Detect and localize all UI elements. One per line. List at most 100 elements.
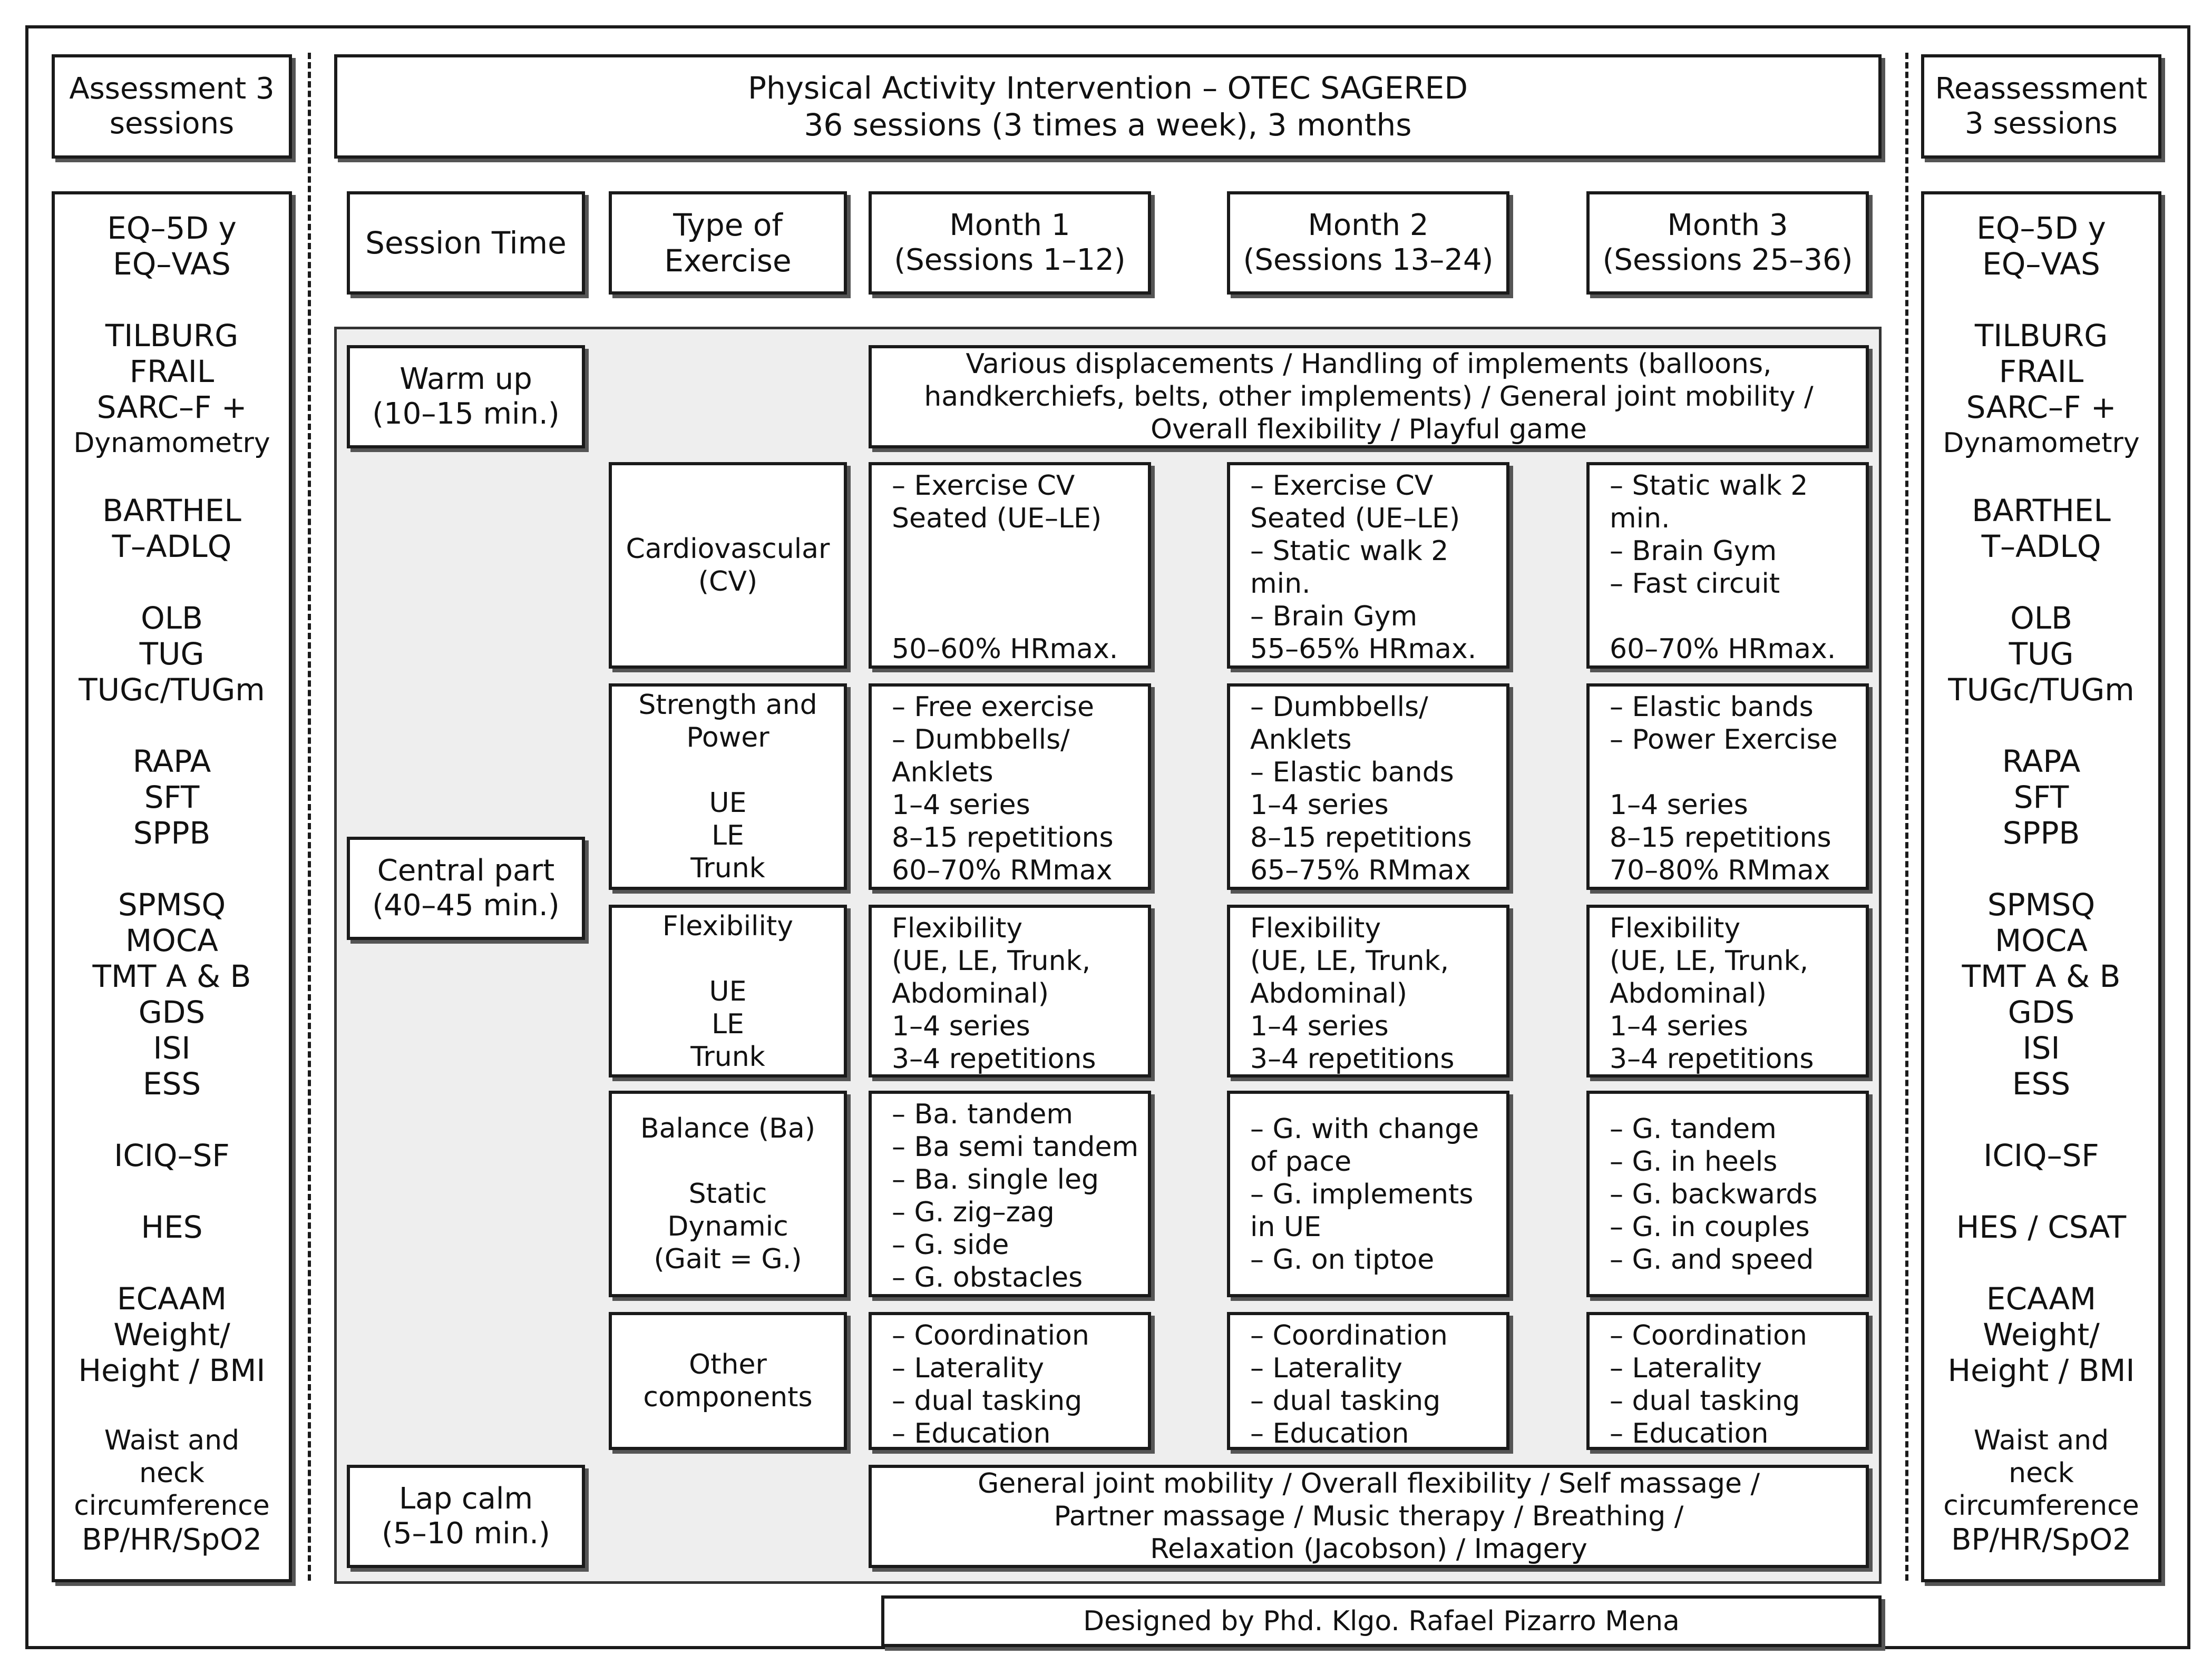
cell-line: (UE, LE, Trunk, (1250, 945, 1449, 977)
column-header-month-3: Month 3 (Sessions 25–36) (1586, 191, 1869, 295)
cell-balance-month-2: – G. with change of pace – G. implements… (1227, 1091, 1509, 1297)
cell-line: – G. in couples (1610, 1211, 1810, 1243)
cell-line: – Free exercise (892, 691, 1095, 723)
cell-line: – Brain Gym (1250, 601, 1418, 632)
exercise-type-line: Power (686, 722, 769, 753)
cell-line: – Dumbbells/ (892, 724, 1070, 756)
phase-central-part: Central part (40–45 min.) (347, 837, 585, 940)
reassessment-item: SPPB (2002, 815, 2080, 851)
reassessment-header: Reassessment 3 sessions (1921, 54, 2161, 159)
phase-duration: (10–15 min.) (372, 397, 560, 431)
cell-line: 8–15 repetitions (892, 822, 1114, 854)
lap-calm-content: General joint mobility / Overall flexibi… (869, 1465, 1869, 1568)
assessment-item: SPMSQ (118, 887, 226, 923)
reassessment-item: GDS (2008, 994, 2075, 1030)
assessment-item: EQ–5D y (107, 210, 237, 246)
assessment-header-line: Assessment 3 (69, 72, 275, 106)
reassessment-item: TUGc/TUGm (1948, 672, 2135, 708)
phase-duration: (5–10 min.) (382, 1516, 550, 1551)
reassessment-item: ECAAM (1986, 1281, 2097, 1317)
cell-line: 8–15 repetitions (1250, 822, 1472, 854)
assessment-item: circumference (74, 1490, 270, 1522)
cell-line: – G. with change (1250, 1113, 1479, 1145)
assessment-item: neck (139, 1457, 204, 1489)
exercise-type-line: Static (688, 1178, 767, 1210)
left-dashed-divider (308, 53, 311, 1581)
reassessment-item: neck (2009, 1457, 2074, 1489)
cell-line: – Static walk 2 (1610, 470, 1808, 502)
reassessment-item: T–ADLQ (1981, 528, 2101, 564)
cell-cv-month-2: – Exercise CV Seated (UE–LE) – Static wa… (1227, 462, 1509, 669)
cell-line: 50–60% HRmax. (892, 633, 1118, 665)
cell-line: Abdominal) (892, 978, 1049, 1010)
intervention-header: Physical Activity Intervention – OTEC SA… (334, 54, 1882, 159)
reassessment-item: HES / CSAT (1956, 1209, 2127, 1245)
cell-line: 3–4 repetitions (892, 1043, 1096, 1075)
column-header-label: Exercise (664, 243, 792, 279)
diagram-frame (25, 25, 2190, 1649)
assessment-item: MOCA (125, 923, 218, 958)
assessment-item: TMT A & B (92, 958, 251, 994)
exercise-type-line: LE (712, 1008, 744, 1040)
month-sessions: (Sessions 13–24) (1243, 243, 1494, 277)
cell-line: – G. side (892, 1229, 1009, 1261)
cell-cv-month-1: – Exercise CV Seated (UE–LE) 50–60% HRma… (869, 462, 1151, 669)
credit-text: Designed by Phd. Klgo. Rafael Pizarro Me… (1083, 1605, 1680, 1637)
month-label: Month 1 (949, 208, 1070, 242)
cell-line: – Static walk 2 (1250, 535, 1449, 567)
reassessment-item: TUG (2009, 636, 2074, 672)
cell-other-month-3: – Coordination – Laterality – dual taski… (1586, 1312, 1869, 1450)
cell-line: – Elastic bands (1250, 757, 1454, 788)
cell-line: – Laterality (1250, 1353, 1403, 1384)
intervention-subtitle: 36 sessions (3 times a week), 3 months (804, 107, 1412, 143)
exercise-type-line: Strength and (638, 689, 817, 721)
reassessment-item: SFT (2013, 779, 2069, 815)
reassessment-item: MOCA (1995, 923, 2088, 958)
assessment-item: ICIQ–SF (114, 1138, 230, 1173)
cell-line: – Laterality (1610, 1353, 1762, 1384)
column-header-month-1: Month 1 (Sessions 1–12) (869, 191, 1151, 295)
warm-up-content: Various displacements / Handling of impl… (869, 345, 1869, 448)
cell-line: 3–4 repetitions (1610, 1043, 1814, 1075)
cell-line: 1–4 series (1610, 1011, 1748, 1042)
exercise-type-line: Cardiovascular (626, 533, 830, 565)
cell-line: 8–15 repetitions (1610, 822, 1831, 854)
assessment-item: BARTHEL (102, 493, 241, 528)
cell-line: – G. obstacles (892, 1262, 1083, 1294)
cell-strength-month-3: – Elastic bands – Power Exercise 1–4 ser… (1586, 683, 1869, 890)
phase-lap-calm: Lap calm (5–10 min.) (347, 1465, 585, 1568)
cell-line: 1–4 series (892, 789, 1030, 821)
reassessment-item: BP/HR/SpO2 (1951, 1523, 2131, 1557)
assessment-item: Height / BMI (78, 1353, 266, 1388)
reassessment-item: OLB (2010, 600, 2072, 636)
cell-line: – Dumbbells/ (1250, 691, 1428, 723)
reassessment-item: FRAIL (1999, 354, 2084, 389)
assessment-item: TUG (139, 636, 204, 672)
cell-line: – Fast circuit (1610, 568, 1780, 600)
exercise-type-line: Balance (Ba) (640, 1113, 816, 1144)
assessment-list: EQ–5D y EQ–VAS TILBURG FRAIL SARC–F + Dy… (52, 191, 292, 1582)
reassessment-item: TMT A & B (1962, 958, 2121, 994)
assessment-header-line: sessions (109, 106, 235, 141)
assessment-item: HES (141, 1209, 203, 1245)
exercise-type-line: UE (709, 976, 747, 1007)
assessment-item: ESS (142, 1066, 201, 1102)
exercise-type-other: Other components (609, 1312, 847, 1450)
exercise-type-balance: Balance (Ba) Static Dynamic (Gait = G.) (609, 1091, 847, 1297)
cell-line: – Ba. single leg (892, 1164, 1099, 1196)
assessment-item: TUGc/TUGm (79, 672, 265, 708)
reassessment-item: Height / BMI (1947, 1353, 2135, 1388)
assessment-item: SARC–F + (96, 389, 247, 425)
reassessment-header-line: 3 sessions (1965, 106, 2118, 141)
phase-duration: (40–45 min.) (372, 888, 560, 923)
cell-line: of pace (1250, 1146, 1352, 1178)
column-header-label: Type of (673, 207, 783, 243)
cell-line: – G. zig–zag (892, 1197, 1055, 1228)
reassessment-item: SARC–F + (1966, 389, 2117, 425)
reassessment-item: circumference (1943, 1490, 2139, 1522)
assessment-item: TILBURG (105, 318, 239, 354)
reassessment-item: BARTHEL (1972, 493, 2111, 528)
assessment-item: Dynamometry (73, 427, 270, 459)
column-header-month-2: Month 2 (Sessions 13–24) (1227, 191, 1509, 295)
warm-up-line: Overall flexibility / Playful game (1151, 414, 1587, 445)
